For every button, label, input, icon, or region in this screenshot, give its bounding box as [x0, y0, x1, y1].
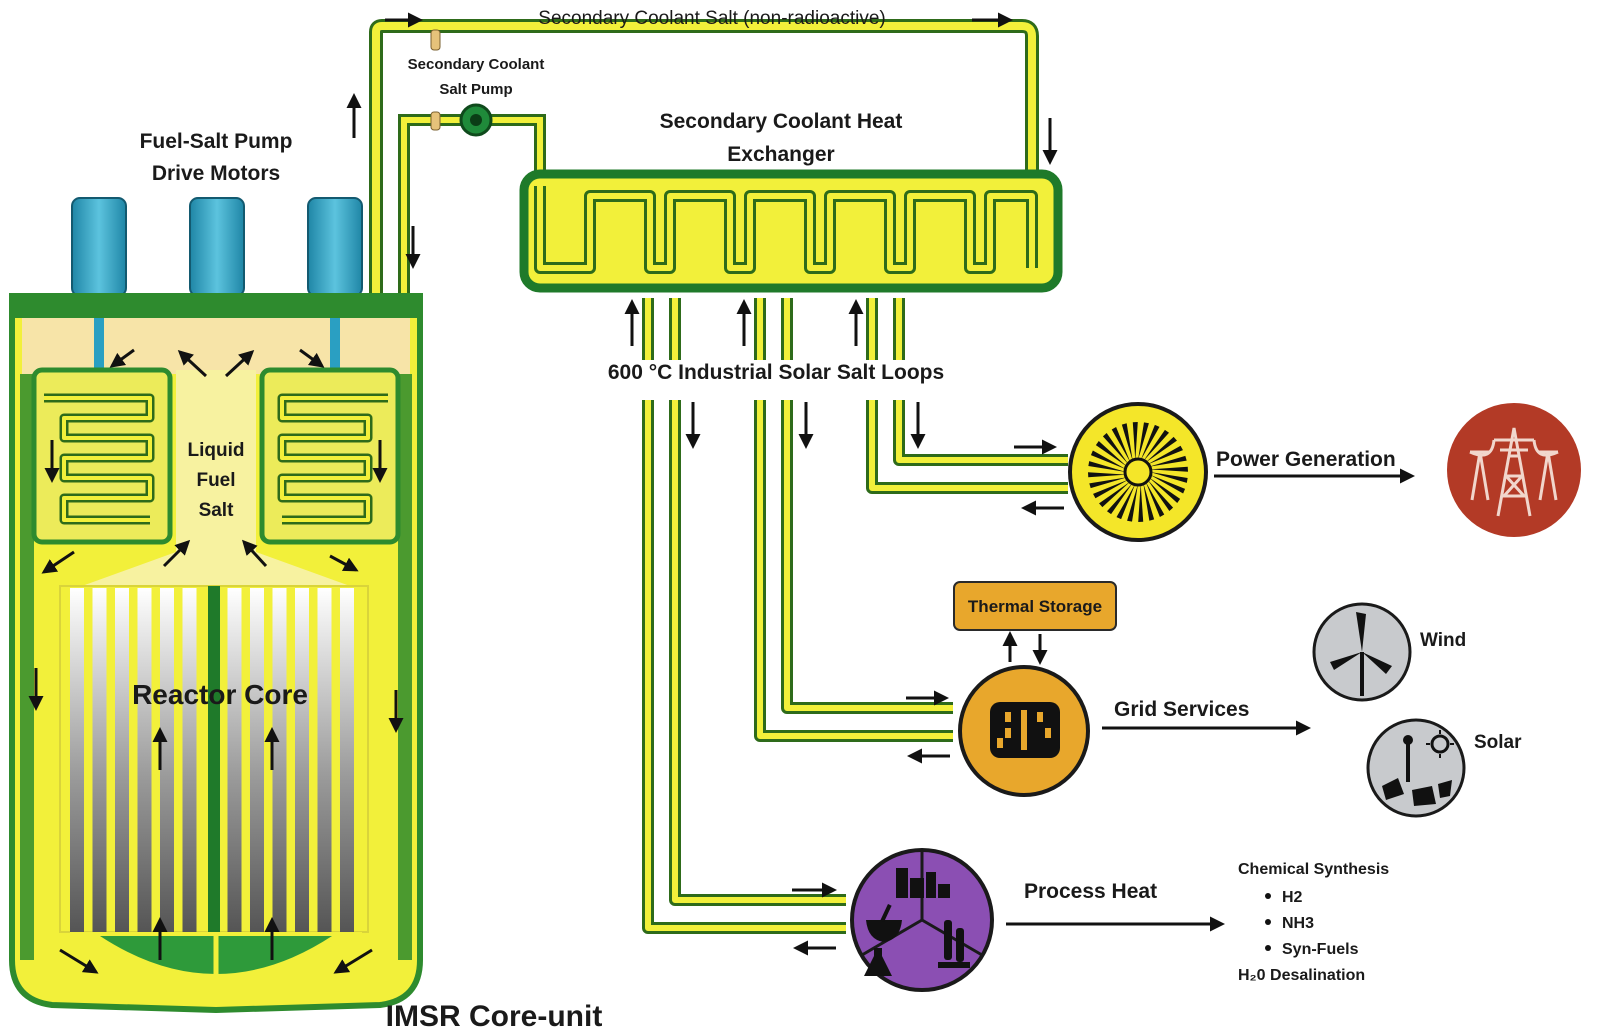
turbine-blade — [1088, 472, 1127, 478]
process-node — [850, 848, 994, 992]
drive-motors-label-line2: Drive Motors — [152, 162, 280, 185]
fuel-rod — [137, 588, 152, 932]
grid-node — [958, 665, 1090, 797]
reactor-core-label: Reactor Core — [132, 679, 308, 710]
turbine-blade — [1147, 445, 1183, 465]
turbine-blade — [1099, 481, 1131, 508]
turbine-blade — [1150, 472, 1188, 483]
fuel-rod — [250, 588, 264, 932]
fuel-rod — [317, 588, 332, 932]
turbine-blade — [1090, 450, 1127, 470]
desalination-label: H₂0 Desalination — [1238, 967, 1365, 984]
solar-salt-loops-label: 600 °C Industrial Solar Salt Loops — [608, 361, 944, 384]
turbine-blade — [1143, 482, 1155, 521]
use-item: Syn-Fuels — [1282, 941, 1359, 958]
core-flow-arrows — [28, 348, 404, 974]
core-unit — [9, 197, 423, 1014]
grid-services-label: Grid Services — [1114, 698, 1249, 721]
core-unit-label: IMSR Core-unit — [386, 1000, 603, 1033]
solar-node — [1366, 718, 1466, 818]
turbine-blade — [1093, 479, 1129, 499]
turbine-blades — [1088, 422, 1188, 522]
fuel-rods — [70, 588, 354, 932]
wind-node — [1312, 602, 1412, 702]
process-heat-label: Process Heat — [1024, 880, 1157, 903]
turbine-node — [1068, 402, 1208, 542]
fuel-rod — [92, 588, 107, 932]
turbine-blade — [1102, 433, 1129, 465]
drive-motors-label-line1: Fuel-Salt Pump — [140, 130, 293, 153]
turbine-blade — [1116, 483, 1136, 520]
turbine-blade — [1121, 423, 1133, 462]
turbine-blade — [1149, 474, 1186, 494]
fuel-rod — [115, 588, 129, 932]
thermal-storage-label: Thermal Storage — [968, 597, 1102, 616]
secondary-pump-label-line1: Secondary Coolant — [408, 56, 545, 73]
solar-label: Solar — [1474, 732, 1522, 753]
fuel-rod — [340, 588, 354, 932]
drive-motor — [71, 197, 127, 297]
solar-loop-flow-arrows — [624, 299, 1064, 956]
fuel-rod — [272, 588, 287, 932]
wind-label: Wind — [1420, 630, 1466, 651]
transmission-tower-icon — [1447, 403, 1581, 537]
turbine-blade — [1106, 482, 1133, 515]
thermal-storage-box — [953, 581, 1117, 631]
turbine-blade — [1089, 477, 1128, 489]
turbine-blade — [1132, 422, 1138, 461]
turbine-blade — [1148, 477, 1181, 504]
fuel-rod — [182, 588, 197, 932]
turbine-blade — [1127, 484, 1138, 522]
heat-exchanger-label-line2: Exchanger — [727, 143, 834, 166]
transmission-node — [1447, 403, 1581, 537]
valve-icon — [430, 29, 441, 51]
power-generation-label: Power Generation — [1216, 448, 1396, 471]
turbine-blade — [1138, 483, 1144, 522]
turbine-blade — [1095, 440, 1128, 467]
fuel-rod — [160, 588, 174, 932]
heat-exchanger — [519, 169, 1063, 293]
secondary-coolant-loop — [369, 19, 1039, 300]
secondary-pump-label-line2: Salt Pump — [439, 81, 512, 98]
turbine-blade — [1140, 424, 1160, 461]
solar-salt-loops — [642, 298, 1068, 934]
drive-motor — [189, 197, 245, 297]
fuel-rod — [295, 588, 309, 932]
secondary-coolant-salt-label: Secondary Coolant Salt (non-radioactive) — [538, 8, 885, 29]
valve-icon — [430, 111, 441, 131]
turbine-blade — [1138, 422, 1149, 460]
chemical-synthesis-heading: Chemical Synthesis — [1238, 861, 1389, 878]
turbine-blade — [1147, 479, 1174, 511]
turbine-blade — [1149, 466, 1188, 472]
turbine-blade — [1145, 481, 1165, 517]
turbine-blade — [1111, 427, 1131, 463]
drive-motor — [307, 197, 363, 297]
turbine-blade — [1145, 436, 1177, 463]
heat-exchanger-label-line1: Secondary Coolant Heat — [660, 110, 903, 133]
turbine-blade — [1148, 455, 1187, 467]
turbine-blade — [1143, 429, 1170, 462]
turbine-blade — [1088, 461, 1126, 472]
fuel-rod — [70, 588, 84, 932]
liquid-fuel-label-line3: Salt — [199, 500, 235, 521]
use-item: H2 — [1282, 889, 1303, 906]
use-item: NH3 — [1282, 915, 1314, 932]
liquid-fuel-label-line2: Fuel — [196, 470, 235, 491]
liquid-fuel-label-line1: Liquid — [188, 440, 245, 461]
fuel-rod — [227, 588, 242, 932]
